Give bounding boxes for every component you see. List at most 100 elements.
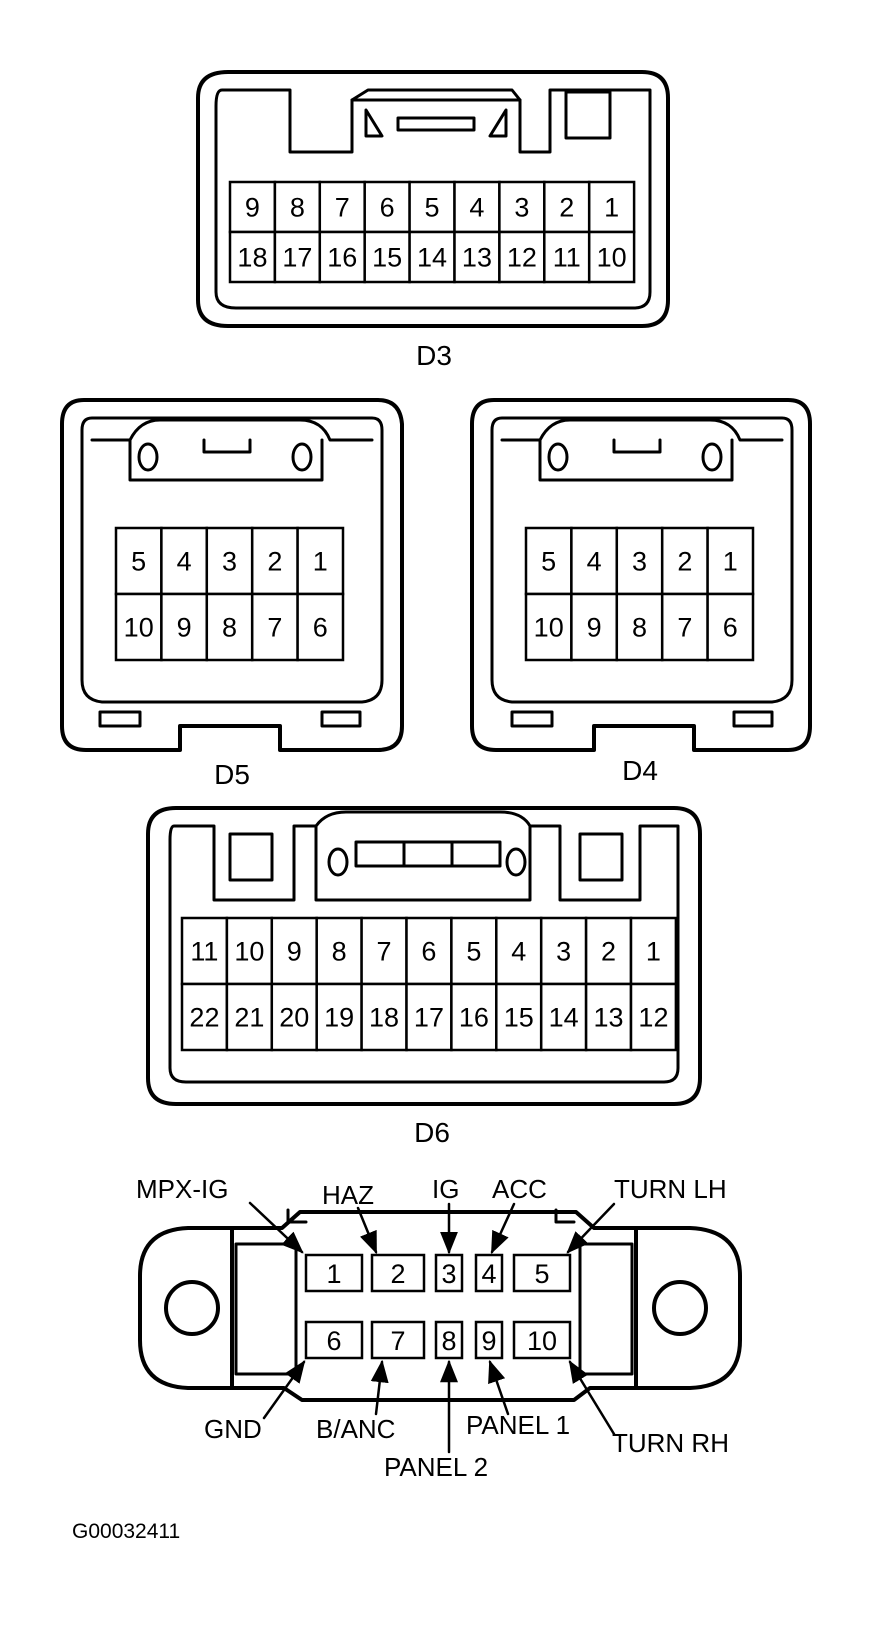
d6-pin-cell [539,982,588,1052]
d6-pin-number: 1 [646,937,661,967]
d5-housing-inner [80,416,384,704]
leader-haz [356,1206,378,1255]
label-gnd: GND [204,1414,262,1444]
d4-latch-hole-right [701,442,723,472]
d3-label: D3 [416,340,452,371]
d3-pin-number: 15 [372,243,402,273]
d6-pin-cell [180,982,229,1052]
d6-pin-number: 10 [234,937,264,967]
leader-turn-lh [566,1202,616,1254]
d4-foot [510,710,774,728]
d3-pin-cell [318,180,366,234]
d5-pin-number: 7 [267,613,282,643]
d3-pin-cell [498,180,546,234]
label-panel-2: PANEL 2 [384,1452,488,1482]
d4-pin-number: 7 [677,613,692,643]
label-ig: IG [432,1174,459,1204]
terminal-3 [434,1253,464,1293]
d4-pin-cell [706,526,755,596]
d6-key-slot-right [578,832,624,882]
d4-pin-cell [524,526,573,596]
d6-pin-number: 18 [369,1003,399,1033]
d6-pin-cell [495,982,543,1052]
d4-latch [500,418,784,442]
label-acc: ACC [492,1174,547,1204]
d6-pin-cell [629,982,678,1052]
d4-housing-outer [470,398,812,752]
figure-code: G00032411 [72,1520,180,1543]
d3-pin-number: 18 [237,243,267,273]
d5-pin-cell [296,526,345,596]
d6-lock-tab [314,810,532,868]
d3-pin-cell [273,230,322,284]
d3-housing-outer [196,70,670,328]
d3-pin-cell [453,180,501,234]
d6-latch-hole-left [327,847,349,877]
d6-pin-cell [450,916,498,986]
terminal-4 [474,1253,504,1293]
d3-pin-cell [498,230,546,284]
d6-key-slot-left [228,832,274,882]
d5-latch [90,418,374,442]
d3-pin-number: 1 [604,193,619,223]
d6-pin-cell [629,916,678,986]
d4-pin-number: 3 [632,547,647,577]
d4-pin-number: 1 [723,547,738,577]
terminal-10 [512,1320,572,1360]
terminal-8-number: 8 [441,1326,456,1356]
d3-pin-cell [543,230,591,284]
d4-pin-number: 4 [587,547,602,577]
d5-pin-number: 9 [177,613,192,643]
label-haz: HAZ [322,1180,374,1210]
d6-pin-number: 8 [332,937,347,967]
d5-latch-bar [128,438,324,482]
d6-pin-number: 2 [601,937,616,967]
d4-pin-number: 2 [677,547,692,577]
d4-pin-number: 8 [632,613,647,643]
mount-hole-left [164,1280,220,1336]
d6-pin-number: 7 [377,937,392,967]
d3-pin-number: 3 [514,193,529,223]
d5-pin-cell [205,592,254,662]
d6-pin-number: 5 [466,937,481,967]
leader-gnd [262,1360,306,1420]
switch-connector: 1 2 3 4 5 6 7 8 9 10 MPX-IG HAZ IG [136,1174,742,1482]
terminal-1 [304,1253,364,1293]
d3-pin-number: 7 [335,193,350,223]
d6-pin-number: 3 [556,937,571,967]
d5-pin-cell [296,592,345,662]
d6-pin-cell [450,982,498,1052]
d6-housing-inner [168,824,680,1084]
label-panel-1: PANEL 1 [466,1410,570,1440]
switch-top-ribs [286,1208,576,1224]
mount-hole-right [652,1280,708,1336]
d3-pin-number: 16 [327,243,357,273]
label-turn-lh: TURN LH [614,1174,727,1204]
d3-housing-inner [214,88,652,310]
terminal-7 [370,1320,426,1360]
d6-pin-cell [495,916,543,986]
d5-latch-hole-left [137,442,159,472]
d3-pin-number: 17 [282,243,312,273]
d6-pin-number: 19 [324,1003,354,1033]
d3-pin-number: 2 [559,193,574,223]
d5-pin-number: 8 [222,613,237,643]
d3-pin-number: 13 [462,243,492,273]
label-mpx-ig: MPX-IG [136,1174,228,1204]
d4-latch-hole-left [547,442,569,472]
terminal-9-number: 9 [481,1326,496,1356]
d6-pin-number: 22 [189,1003,219,1033]
d5-pin-number: 4 [177,547,192,577]
d3-pin-number: 12 [507,243,537,273]
d6-pin-number: 15 [504,1003,534,1033]
d6-pin-number: 6 [421,937,436,967]
terminal-8 [434,1320,464,1360]
d6-pin-number: 17 [414,1003,444,1033]
d5-housing-outer [60,398,404,752]
d5-pin-cell [114,592,163,662]
